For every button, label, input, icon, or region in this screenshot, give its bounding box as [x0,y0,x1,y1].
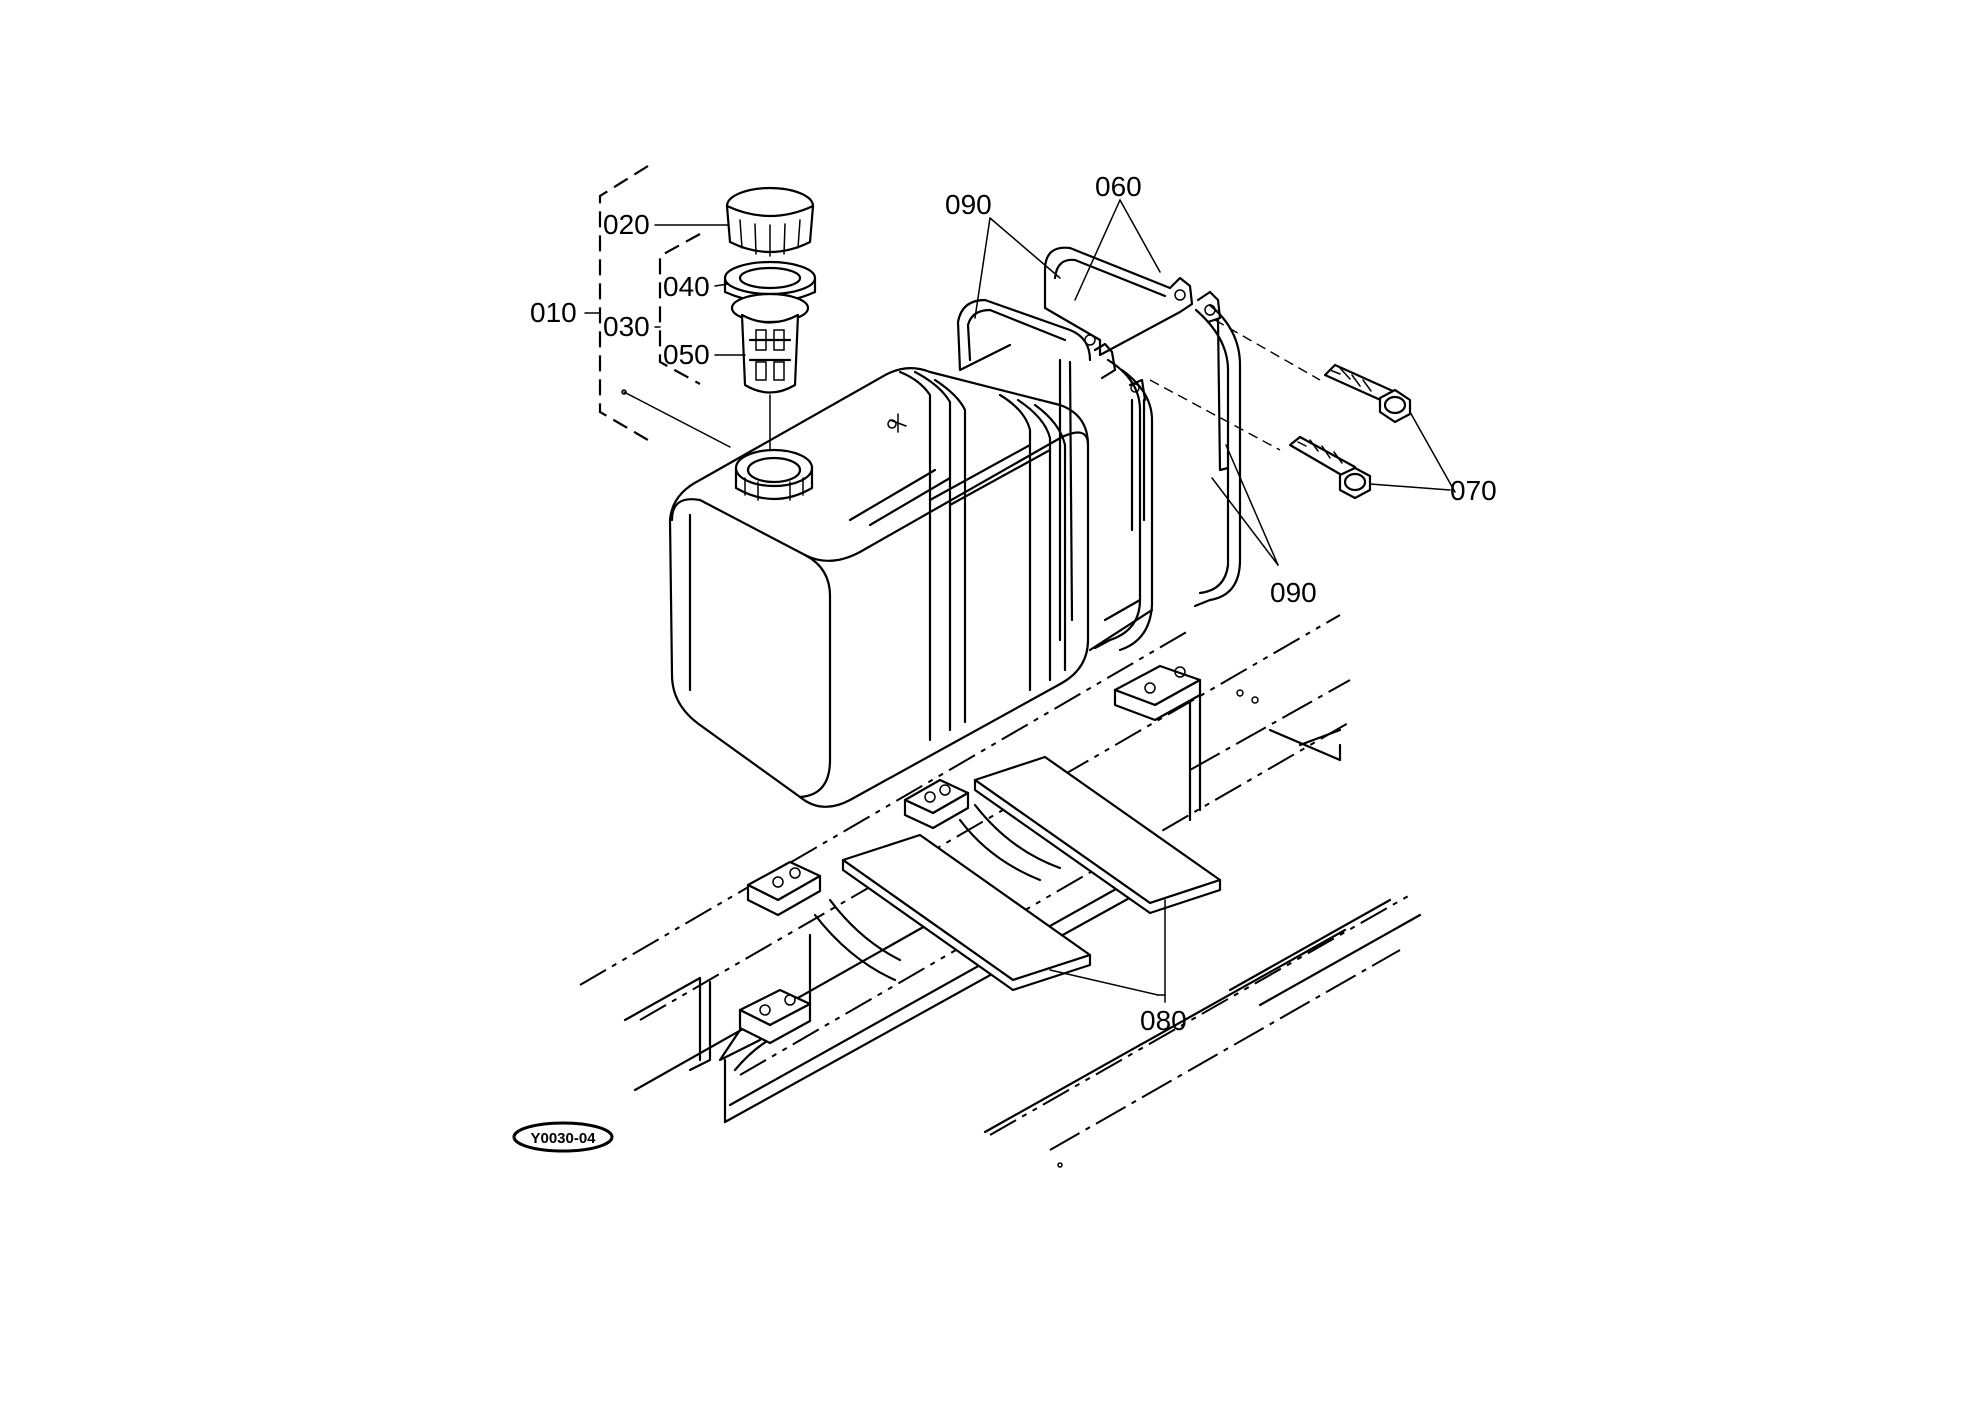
part-labels: 010 020 030 040 050 060 090 090 070 080 [530,171,1497,1036]
label-020: 020 [603,209,650,240]
label-030: 030 [603,311,650,342]
label-050: 050 [663,339,710,370]
filler-cap [725,186,815,257]
assembly-brackets [598,165,731,448]
label-070: 070 [1450,475,1497,506]
label-090-bottom: 090 [1270,577,1317,608]
rubber-pads [841,755,1222,1003]
reference-code-badge: Y0030-04 [512,1121,614,1153]
fuel-tank [668,367,1090,808]
label-090-top: 090 [945,189,992,220]
fuel-strainer [730,292,810,451]
label-040: 040 [663,271,710,302]
tank-bands [956,199,1279,652]
band-bolts [1149,319,1456,500]
label-060: 060 [1095,171,1142,202]
label-010: 010 [530,297,577,328]
reference-code: Y0030-04 [530,1130,596,1147]
label-080: 080 [1140,1005,1187,1036]
chassis-frame [579,614,1422,1168]
